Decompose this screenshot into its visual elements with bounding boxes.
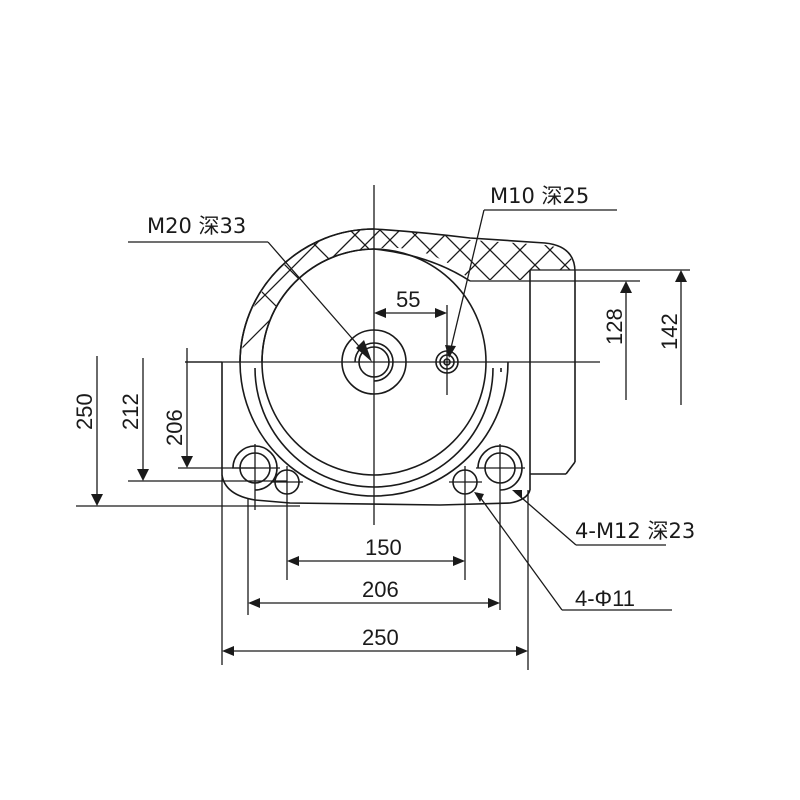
dim-label-250-h: 250 [362,625,399,650]
dim-label-206-v: 206 [162,409,187,446]
callout-m10: M10 深25 [490,184,589,208]
dim-label-142: 142 [657,313,682,350]
dim-55 [374,305,448,345]
callout-phi11: 4-Φ11 [575,586,635,611]
callout-m12: 4-M12 深23 [575,519,695,543]
leader-lines [128,209,672,611]
dim-label-150: 150 [365,535,402,560]
dim-label-128: 128 [602,308,627,345]
dim-label-55: 55 [396,287,420,312]
mounting-holes [232,444,525,610]
m10-hole [435,345,459,395]
dim-label-212: 212 [118,393,143,430]
dim-label-250-v: 250 [72,393,97,430]
callout-m20: M20 深33 [147,214,246,238]
right-dimensions [620,270,687,405]
dim-label-206-h: 206 [362,577,399,602]
bottom-dimensions [221,475,529,670]
left-dimensions [76,348,300,507]
hatched-section [242,229,575,352]
labels: M20 深33 M10 深25 4-M12 深23 4-Φ11 55 150 2… [72,184,695,650]
